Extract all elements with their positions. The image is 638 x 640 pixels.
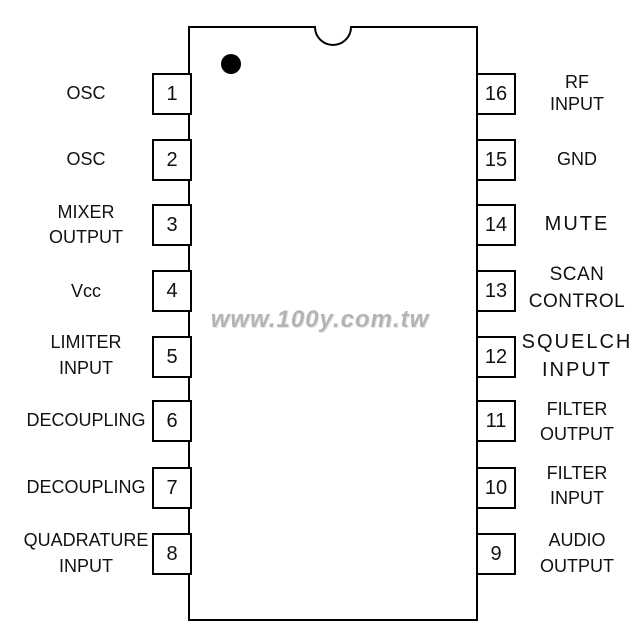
pin-10-label-line1: FILTER [546, 463, 608, 483]
pin-number: 5 [166, 345, 178, 368]
pin-5-label-line2: INPUT [59, 358, 113, 378]
pin-16: 16 [476, 73, 516, 115]
pin-2-label: OSC [66, 149, 106, 169]
pin-11: 11 [476, 400, 516, 442]
pin-10: 10 [476, 467, 516, 509]
pin-13-label-line2: CONTROL [528, 291, 626, 312]
pin-number: 11 [485, 409, 507, 432]
pin-6: 6 [152, 400, 192, 442]
pin-3: 3 [152, 204, 192, 246]
pin-15-label: GND [557, 149, 597, 169]
pin-8-label-line1: QUADRATURE [23, 530, 149, 550]
pin-10-label-line2: INPUT [550, 488, 604, 508]
pin-9: 9 [476, 533, 516, 575]
pin-15: 15 [476, 139, 516, 181]
pin-1: 1 [152, 73, 192, 115]
pin-8: 8 [152, 533, 192, 575]
chip-body [188, 26, 478, 621]
pin-number: 4 [166, 279, 178, 302]
pin-14: 14 [476, 204, 516, 246]
pin-13: 13 [476, 270, 516, 312]
pin-2: 2 [152, 139, 192, 181]
pin-9-label-line2: OUTPUT [540, 556, 614, 576]
pin-number: 9 [490, 542, 502, 565]
pin-11-label-line1: FILTER [546, 399, 608, 419]
pin-7-label: DECOUPLING [26, 477, 146, 497]
pin-12: 12 [476, 336, 516, 378]
pin-number: 14 [484, 213, 508, 236]
pin-3-label-line1: MIXER [57, 202, 115, 222]
pin-number: 12 [484, 345, 508, 368]
pin-9-label-line1: AUDIO [548, 530, 606, 550]
pin1-indicator-dot [221, 54, 241, 74]
pin-number: 13 [484, 279, 508, 302]
pin-3-label-line2: OUTPUT [49, 227, 123, 247]
pin-6-label: DECOUPLING [26, 410, 146, 430]
watermark-text: www.100y.com.tw [210, 306, 430, 333]
pin-number: 1 [166, 82, 178, 105]
pin-number: 3 [166, 213, 178, 236]
pin-1-label: OSC [66, 83, 106, 103]
pin-7: 7 [152, 467, 192, 509]
pin-number: 2 [166, 148, 178, 171]
pin-16-label-line2: INPUT [550, 94, 604, 114]
pin-12-label-line1: SQUELCH [521, 331, 633, 353]
pin-16-label-line1: RF [565, 72, 589, 92]
pin-number: 6 [166, 409, 178, 432]
pin-12-label-line2: INPUT [542, 359, 612, 381]
pin-number: 7 [166, 476, 178, 499]
pin-5-label-line1: LIMITER [50, 332, 122, 352]
pin-11-label-line2: OUTPUT [540, 424, 614, 444]
pin-4: 4 [152, 270, 192, 312]
pin-number: 8 [166, 542, 178, 565]
pin-14-label: MUTE [544, 213, 610, 235]
pin-5: 5 [152, 336, 192, 378]
pin-number: 15 [484, 148, 508, 171]
pin-number: 10 [484, 476, 508, 499]
pin-number: 16 [484, 82, 508, 105]
pin-13-label-line1: SCAN [549, 264, 605, 285]
pin-8-label-line2: INPUT [59, 556, 113, 576]
pin-4-label: Vcc [70, 281, 101, 301]
